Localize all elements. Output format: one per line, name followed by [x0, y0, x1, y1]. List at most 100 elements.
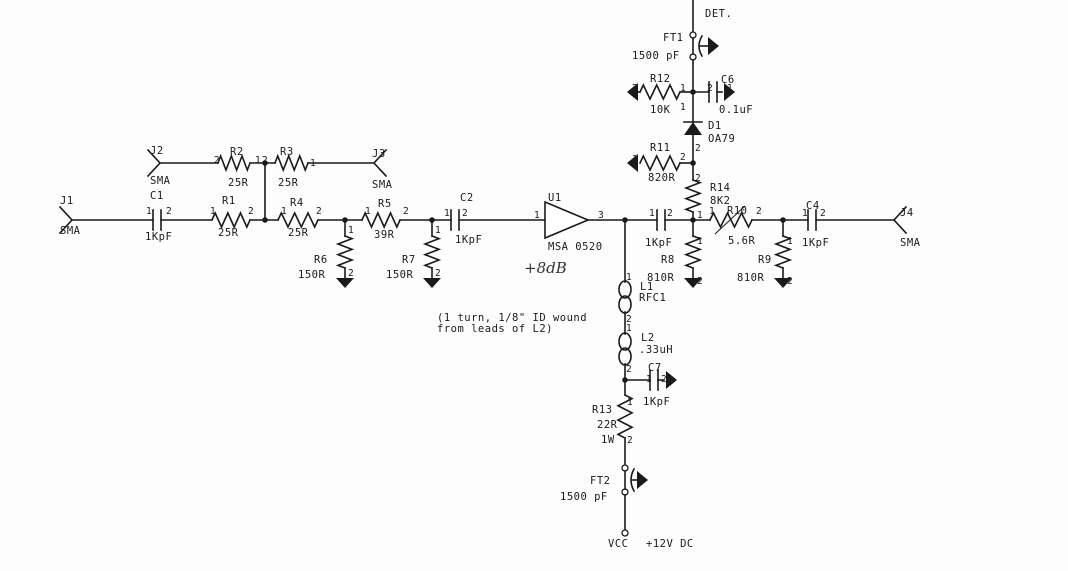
- ground-arrow-icon: [724, 83, 735, 101]
- ground-arrow-icon: [637, 471, 648, 489]
- pin-number: 2: [661, 374, 667, 385]
- pin-number: 1: [626, 272, 632, 283]
- part-value: 25R: [278, 177, 299, 189]
- part-ref: C6: [721, 74, 735, 86]
- pin-number: 2: [166, 206, 172, 217]
- pin-number: 2: [787, 276, 793, 287]
- part-ref: C1: [150, 190, 164, 202]
- part-value: RFC1: [639, 292, 666, 304]
- pin-number: 2: [695, 143, 701, 154]
- pin-number: 2: [214, 155, 220, 166]
- pin-number: 2: [316, 206, 322, 217]
- pin-number: 1: [697, 210, 703, 221]
- part-ref: D1: [708, 120, 722, 132]
- part-value: 1KpF: [145, 231, 172, 243]
- inductor-l2: [618, 332, 632, 366]
- pin-number: 1: [348, 225, 354, 236]
- coil-loop: [618, 280, 632, 299]
- pin-number: 2: [632, 83, 638, 94]
- part-value: 22R: [597, 419, 618, 431]
- resistor-r1: [210, 211, 252, 229]
- vcc-terminal: [621, 529, 629, 537]
- pin-number: 1: [709, 206, 715, 217]
- part-value: MSA 0520: [548, 241, 603, 253]
- pin-number: 1: [255, 155, 261, 166]
- pin-number: 2: [435, 268, 441, 279]
- pin-number: 2: [248, 206, 254, 217]
- power-net-label: VCC: [608, 538, 628, 550]
- pin-number: 1: [210, 206, 216, 217]
- pin-number: 2: [627, 435, 633, 446]
- part-ref: R7: [402, 254, 416, 266]
- part-value: OA79: [708, 133, 735, 145]
- pin-number: 1: [649, 208, 655, 219]
- ground-arrow-icon: [627, 83, 638, 101]
- part-ref: R13: [592, 404, 612, 416]
- part-value: 150R: [298, 269, 325, 281]
- part-value: 1500 pF: [560, 491, 608, 503]
- connector-type: SMA: [372, 179, 393, 191]
- part-ref: R1: [222, 195, 236, 207]
- pin-number: 1: [365, 206, 371, 217]
- feedthrough-terminal: [689, 53, 697, 61]
- part-value: 150R: [386, 269, 413, 281]
- pin-number: 1: [787, 236, 793, 247]
- part-value: 8K2: [710, 195, 730, 207]
- part-ref: R4: [290, 197, 304, 209]
- part-value: 1KpF: [643, 396, 670, 408]
- part-value: 25R: [288, 227, 309, 239]
- connector-ref: J2: [150, 145, 164, 157]
- inductor-note: from leads of L2): [437, 323, 553, 335]
- capacitor-c1: [152, 209, 162, 231]
- inductor-l1: [618, 280, 632, 314]
- part-ref: R3: [280, 146, 294, 158]
- power-voltage-label: +12V DC: [646, 538, 694, 550]
- part-ref: C2: [460, 192, 474, 204]
- pin-number: 3: [598, 210, 604, 221]
- pin-number: 2: [695, 173, 701, 184]
- handwritten-gain-note: +8dB: [524, 259, 567, 277]
- ground-icon: [684, 278, 702, 288]
- part-ref: R5: [378, 198, 392, 210]
- pin-number: 1: [627, 397, 633, 408]
- resistor-r11: [638, 154, 682, 172]
- part-ref: R6: [314, 254, 328, 266]
- part-ref: C4: [806, 200, 820, 212]
- resistor-r8: [683, 234, 703, 270]
- feedthrough-terminal: [621, 488, 629, 496]
- connector-ref: J1: [60, 195, 74, 207]
- pin-number: 2: [626, 314, 632, 325]
- inductor-note: (1 turn, 1/8" ID wound: [437, 312, 587, 324]
- coil-loop: [618, 332, 632, 351]
- part-value: 25R: [228, 177, 249, 189]
- ground-icon: [774, 278, 792, 288]
- part-ref: C7: [648, 362, 662, 374]
- pin-number: 2: [262, 155, 268, 166]
- resistor-r14: [683, 178, 703, 214]
- part-ref: R8: [661, 254, 675, 266]
- pin-number: 2: [756, 206, 762, 217]
- pin-number: 1: [626, 323, 632, 334]
- ground-icon: [423, 278, 441, 288]
- part-value: 810R: [737, 272, 764, 284]
- pin-number: 2: [667, 208, 673, 219]
- connector-ref: J3: [372, 148, 386, 160]
- ground-arrow-icon: [708, 37, 719, 55]
- ground-arrow-icon: [666, 371, 677, 389]
- part-ref: R9: [758, 254, 772, 266]
- part-value: 39R: [374, 229, 395, 241]
- resistor-r13: [616, 393, 634, 440]
- connector-type: SMA: [150, 175, 171, 187]
- resistor-r4: [276, 211, 320, 229]
- part-ref: R11: [650, 142, 670, 154]
- part-ref: R12: [650, 73, 670, 85]
- feedthrough-ft2: [621, 464, 638, 496]
- pin-number: 1: [444, 208, 450, 219]
- diode-d1-icon: [684, 122, 702, 135]
- resistor-r10: [708, 211, 754, 229]
- part-ref: L1: [640, 281, 654, 293]
- connector-j4: [892, 205, 908, 235]
- part-value: 5.6R: [728, 235, 755, 247]
